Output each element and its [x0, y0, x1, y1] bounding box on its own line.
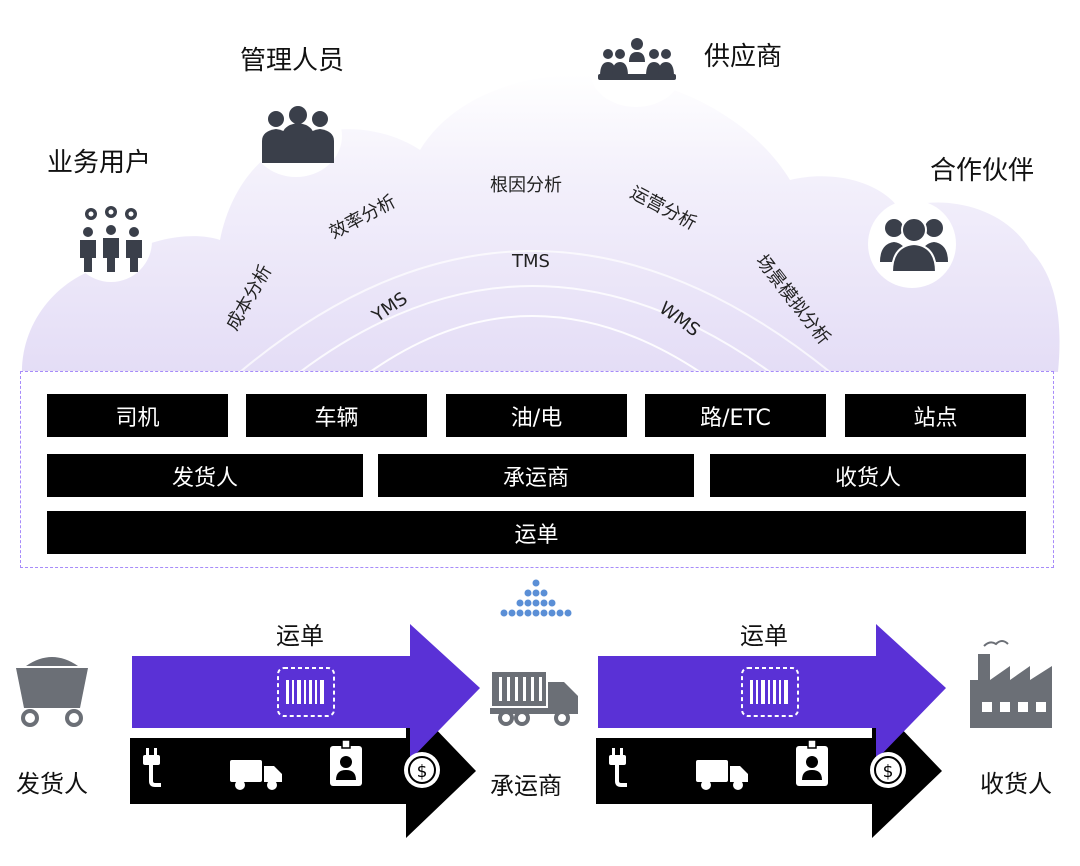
shipper-bar: 发货人	[47, 454, 363, 497]
road-etc-bar: 路/ETC	[645, 394, 826, 437]
management-icon	[262, 106, 334, 163]
factory-icon	[970, 640, 1052, 728]
coin-icon-left: $	[404, 752, 440, 788]
barcode-icon-left	[277, 667, 335, 717]
left-black-arrow	[130, 698, 476, 838]
id-badge-icon-right	[796, 739, 828, 786]
dots-pyramid	[500, 579, 572, 617]
right-black-arrow	[596, 698, 942, 838]
station-bar: 站点	[845, 394, 1026, 437]
business-users-label: 业务用户	[47, 148, 152, 178]
plug-icon-left	[143, 748, 161, 787]
business-users-icon	[80, 206, 142, 272]
partners-label: 合作伙伴	[930, 156, 1035, 186]
tms-label: TMS	[512, 251, 550, 272]
driver-bar: 司机	[47, 394, 228, 437]
plug-icon-right	[609, 748, 627, 787]
right-purple-arrow	[598, 624, 946, 760]
fuel-power-bar: 油/电	[446, 394, 627, 437]
root-cause-analysis-label: 根因分析	[490, 175, 562, 196]
barcode-icon-right	[741, 667, 799, 717]
carrier-label: 承运商	[490, 772, 562, 800]
right-waybill-label: 运单	[740, 622, 788, 650]
arc-outer	[239, 250, 831, 373]
suppliers-icon	[598, 38, 676, 80]
partners-icon	[880, 217, 948, 273]
consignee-label: 收货人	[980, 770, 1052, 798]
waybill-bar: 运单	[47, 511, 1026, 554]
truck-icon-left	[230, 760, 282, 790]
shipper-label: 发货人	[16, 770, 88, 798]
flow-diagram: $ $	[16, 624, 1052, 838]
coin-icon-right: $	[870, 752, 906, 788]
suppliers-label: 供应商	[704, 42, 783, 72]
svg-text:$: $	[417, 762, 428, 782]
vehicle-bar: 车辆	[246, 394, 427, 437]
svg-text:$: $	[883, 762, 894, 782]
mine-cart-icon	[16, 657, 88, 727]
left-waybill-label: 运单	[276, 622, 324, 650]
arc-inner	[369, 315, 701, 373]
management-label: 管理人员	[240, 46, 345, 76]
truck-icon-right	[696, 760, 748, 790]
arc-middle	[299, 285, 771, 373]
id-badge-icon-left	[330, 739, 362, 786]
container-truck-icon	[490, 672, 578, 726]
carrier-bar: 承运商	[378, 454, 694, 497]
consignee-bar: 收货人	[710, 454, 1026, 497]
